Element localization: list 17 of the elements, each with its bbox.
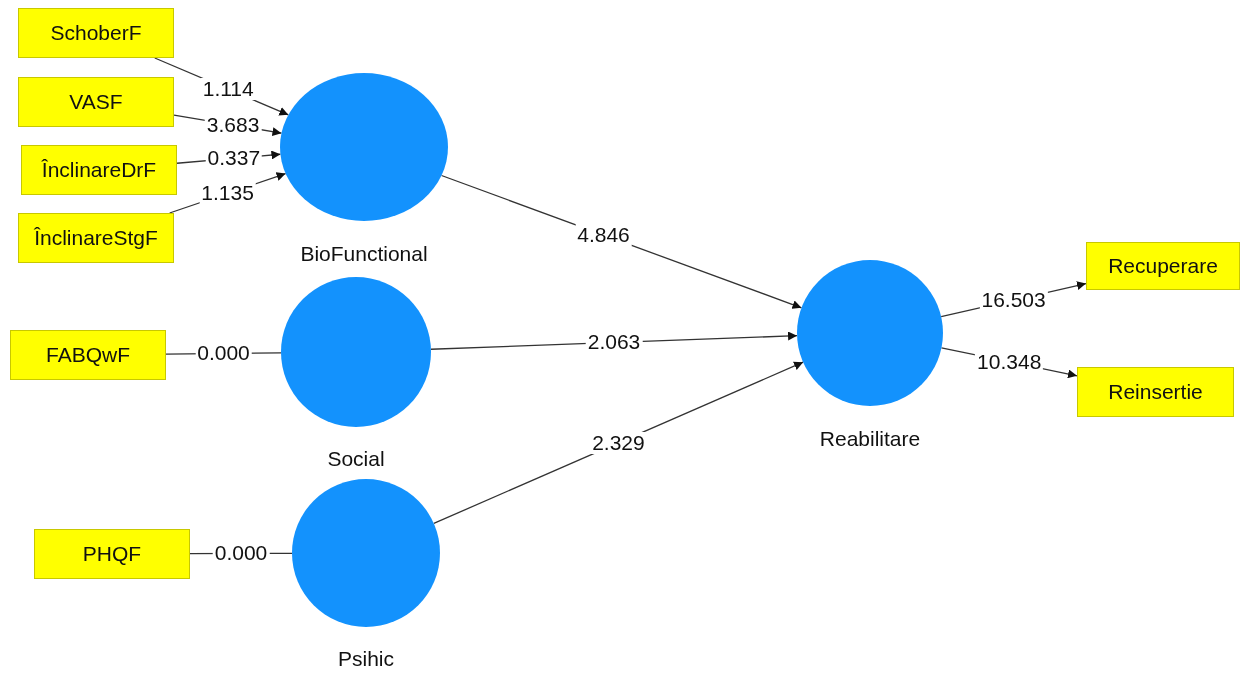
indicator-box: Reinsertie <box>1077 367 1234 417</box>
indicator-box: FABQwF <box>10 330 166 380</box>
indicator-box: PHQF <box>34 529 190 579</box>
edge-label: 16.503 <box>979 289 1048 312</box>
edge-label: 2.329 <box>590 431 647 454</box>
edge-label: 4.846 <box>575 224 632 247</box>
indicator-box: ÎnclinareStgF <box>18 213 174 263</box>
construct-label: Social <box>327 447 385 471</box>
construct-label: Psihic <box>338 647 394 671</box>
construct-label: Reabilitare <box>819 427 921 451</box>
construct-label: BioFunctional <box>300 242 428 266</box>
indicator-box: SchoberF <box>18 8 174 58</box>
edge-label: 1.135 <box>199 182 256 205</box>
indicator-box: Recuperare <box>1086 242 1240 290</box>
indicator-box: ÎnclinareDrF <box>21 145 177 195</box>
edge-label: 1.114 <box>200 78 256 101</box>
indicator-box: VASF <box>18 77 174 127</box>
